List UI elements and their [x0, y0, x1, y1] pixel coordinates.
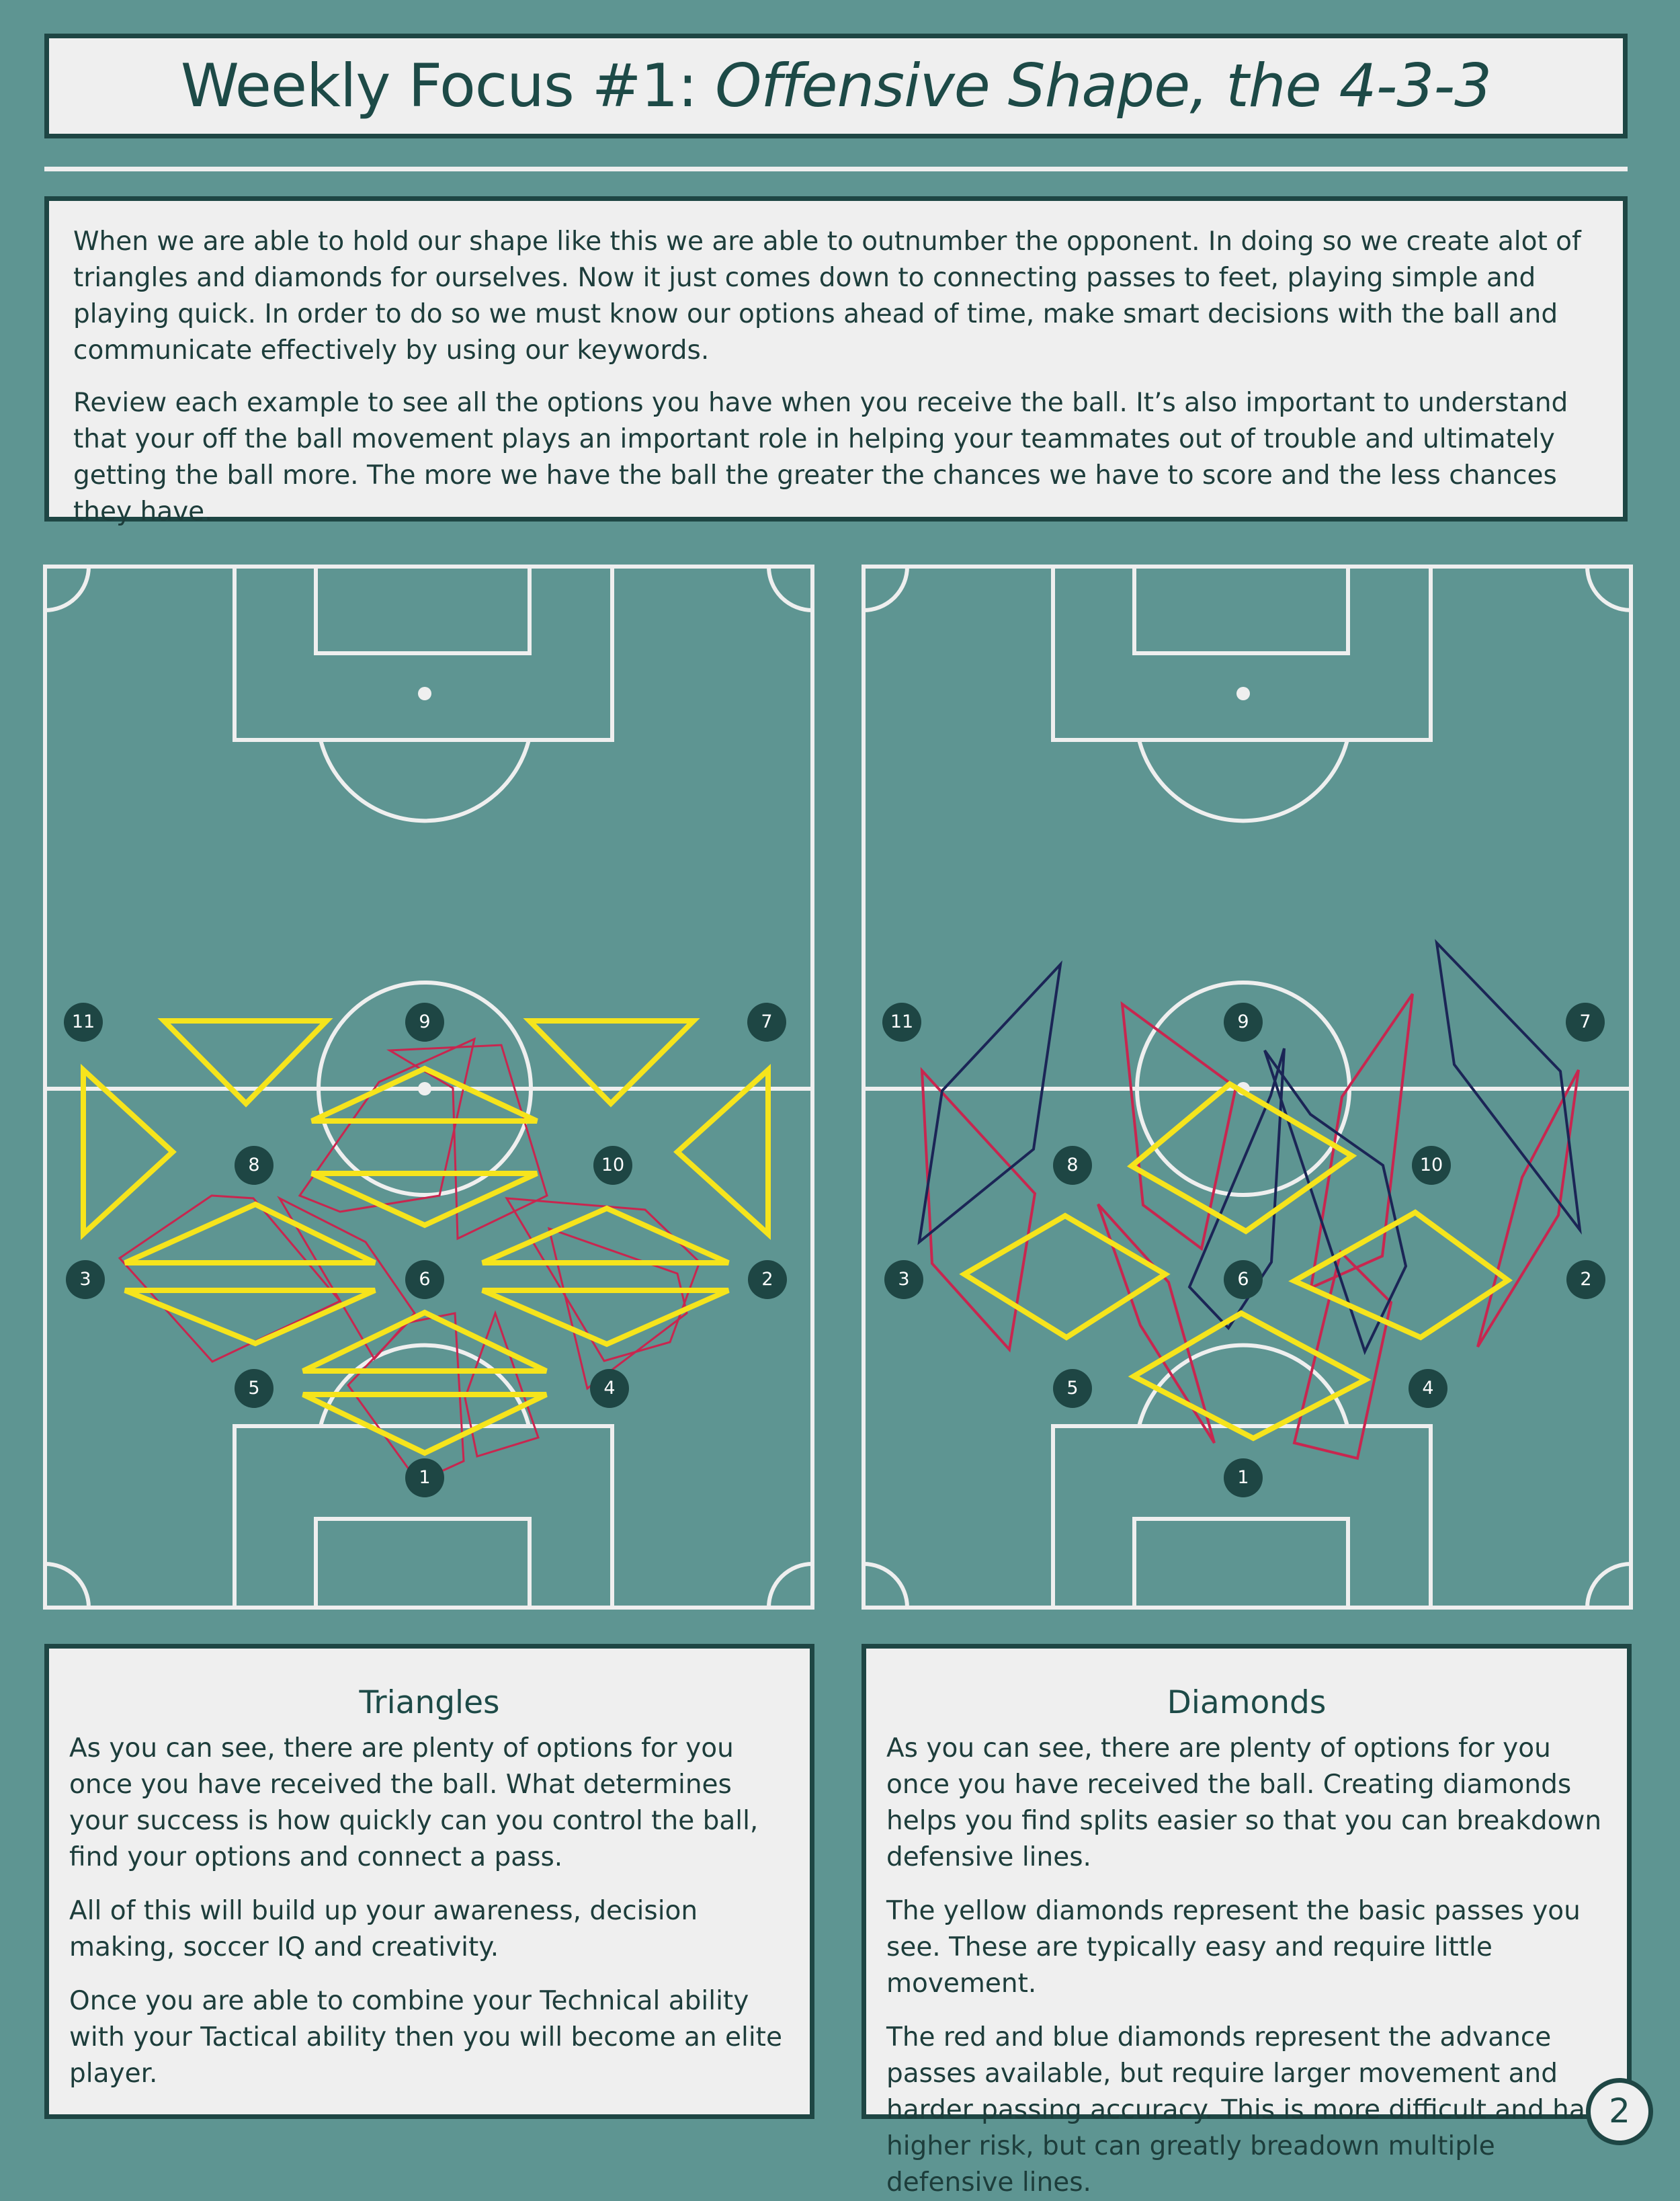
- player-11: 11: [882, 1003, 921, 1042]
- player-2: 2: [748, 1260, 787, 1299]
- triangles-paragraph-2: All of this will build up your awareness…: [69, 1896, 698, 1962]
- triangles-paragraph-3: Once you are able to combine your Techni…: [69, 1986, 782, 2089]
- player-6: 6: [1224, 1260, 1263, 1299]
- diamonds-paragraph-3: The red and blue diamonds represent the …: [886, 2022, 1599, 2198]
- intro-paragraph-1: When we are able to hold our shape like …: [73, 226, 1581, 366]
- pitch-markings: [862, 565, 1633, 1610]
- player-8: 8: [1053, 1146, 1092, 1185]
- player-11: 11: [64, 1003, 103, 1042]
- title-prefix: Weekly Focus #1:: [180, 51, 716, 120]
- triangles-pitch-diagram: 11 9 7 8 10 3 6 2 5 4 1: [43, 565, 814, 1610]
- player-5: 5: [1053, 1369, 1092, 1408]
- player-7: 7: [747, 1003, 786, 1042]
- title-italic: Offensive Shape, the 4-3-3: [715, 51, 1492, 120]
- yellow-diamonds: [959, 1081, 1513, 1442]
- player-9: 9: [405, 1003, 444, 1042]
- blue-diamonds: [917, 939, 1582, 1356]
- page-number: 2: [1586, 2078, 1653, 2145]
- diamonds-paragraph-1: As you can see, there are plenty of opti…: [886, 1733, 1602, 1872]
- player-6: 6: [405, 1260, 444, 1299]
- player-1: 1: [1224, 1458, 1263, 1497]
- title-divider: [44, 167, 1628, 171]
- player-8: 8: [235, 1146, 274, 1185]
- title-box: Weekly Focus #1: Offensive Shape, the 4-…: [44, 34, 1628, 138]
- player-10: 10: [1412, 1146, 1451, 1185]
- diamonds-pitch-diagram: 11 9 7 8 10 3 6 2 5 4 1: [862, 565, 1633, 1610]
- triangles-box: Triangles As you can see, there are plen…: [44, 1644, 814, 2119]
- triangles-heading: Triangles: [359, 1684, 500, 1721]
- triangles-paragraph-1: As you can see, there are plenty of opti…: [69, 1733, 759, 1872]
- diamonds-paragraph-2: The yellow diamonds represent the basic …: [886, 1896, 1581, 1999]
- intro-box: When we are able to hold our shape like …: [44, 196, 1628, 527]
- player-5: 5: [235, 1369, 274, 1408]
- player-10: 10: [593, 1146, 632, 1185]
- diamonds-pitch-svg: [862, 565, 1633, 1610]
- yellow-triangles: [81, 1018, 771, 1456]
- player-4: 4: [590, 1369, 629, 1408]
- diamonds-heading: Diamonds: [1167, 1684, 1327, 1721]
- player-3: 3: [66, 1260, 105, 1299]
- page-title: Weekly Focus #1: Offensive Shape, the 4-…: [49, 38, 1623, 134]
- player-4: 4: [1409, 1369, 1447, 1408]
- pitch-markings: [43, 565, 814, 1610]
- player-3: 3: [884, 1260, 923, 1299]
- player-9: 9: [1224, 1003, 1263, 1042]
- player-2: 2: [1566, 1260, 1605, 1299]
- player-1: 1: [405, 1458, 444, 1497]
- intro-paragraph-2: Review each example to see all the optio…: [73, 388, 1568, 527]
- diamonds-box: Diamonds As you can see, there are plent…: [862, 1644, 1632, 2198]
- player-7: 7: [1566, 1003, 1605, 1042]
- triangles-pitch-svg: [43, 565, 814, 1610]
